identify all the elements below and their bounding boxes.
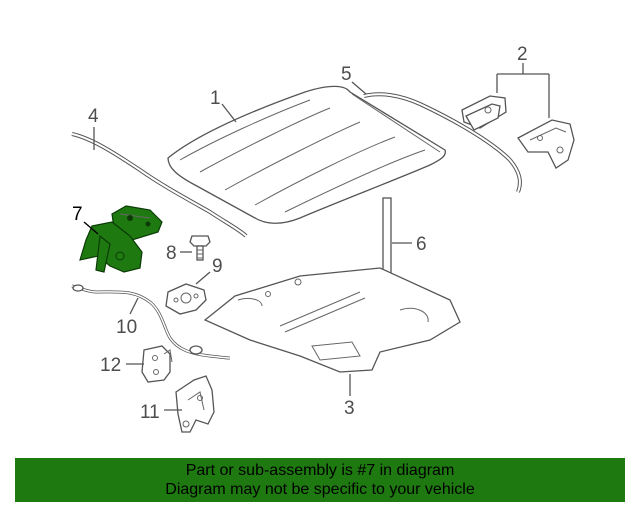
banner-line-1: Part or sub-assembly is #7 in diagram [185, 462, 455, 479]
leader-1 [221, 103, 237, 123]
release-lever-bracket [175, 375, 215, 433]
hood-panel [167, 85, 446, 224]
hood-insulator [203, 267, 461, 373]
release-handle [141, 345, 173, 383]
callout-8: 8 [166, 243, 177, 264]
callout-10: 10 [116, 317, 137, 338]
callout-5: 5 [341, 64, 352, 85]
info-banner: Part or sub-assembly is #7 in diagram Di… [15, 458, 625, 502]
hood-latch-assembly [79, 205, 163, 273]
callout-7: 7 [72, 204, 83, 225]
bolt [189, 235, 211, 261]
leader-10 [129, 297, 139, 315]
callout-9: 9 [212, 256, 223, 277]
latch-arm [95, 234, 111, 273]
leader-9 [195, 271, 211, 285]
release-cable [71, 284, 231, 360]
callout-12: 12 [100, 355, 121, 376]
callout-6: 6 [416, 234, 427, 255]
callout-11: 11 [140, 402, 160, 423]
leader-5 [351, 81, 367, 95]
callout-1: 1 [210, 88, 221, 109]
striker-bracket [165, 283, 207, 315]
leader-7 [83, 221, 99, 235]
hood-hinge-lower [517, 119, 575, 169]
banner-line-2: Diagram may not be specific to your vehi… [165, 481, 475, 498]
callout-4: 4 [88, 106, 99, 127]
leader-2 [496, 63, 550, 118]
latch-body [79, 221, 143, 273]
hood-hinge-upper [461, 95, 507, 131]
callout-2: 2 [517, 44, 528, 65]
parts-diagram: 1 2 5 4 6 3 [71, 44, 575, 433]
callout-3: 3 [344, 398, 355, 419]
